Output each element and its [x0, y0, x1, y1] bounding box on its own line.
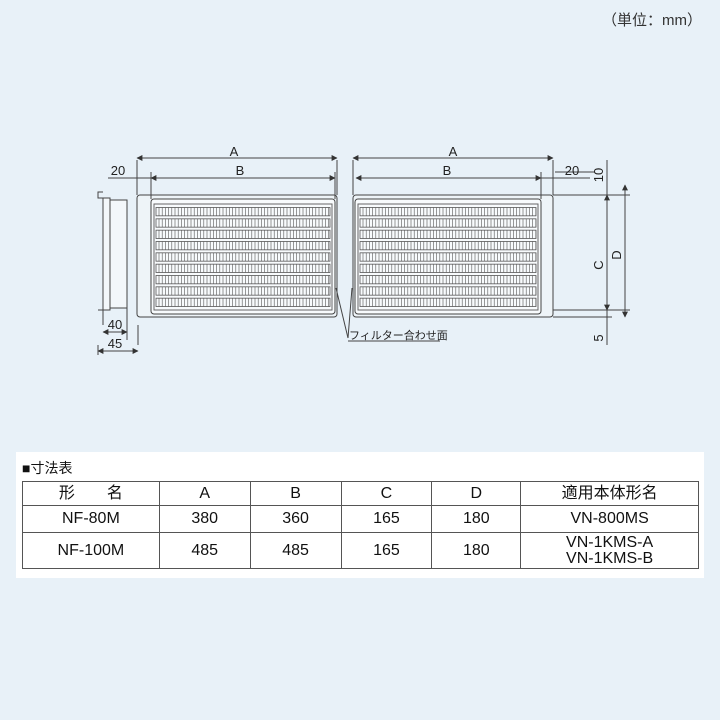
label-20-right: 20 [565, 163, 579, 178]
label-A-right: A [449, 144, 458, 159]
label-filter-face: フィルター合わせ面 [349, 328, 448, 342]
label-5: 5 [591, 334, 606, 341]
label-40: 40 [108, 317, 122, 332]
label-10: 10 [591, 168, 606, 182]
label-20-left: 20 [111, 163, 125, 178]
applicable-model-name: VN-1KMS-B [566, 549, 654, 567]
cell-B: 485 [249, 532, 342, 569]
cell-A: 485 [158, 532, 251, 569]
applicable-model-name: VN-800MS [570, 510, 649, 527]
dimension-table-section: ■寸法表 形 名 A B C D 適用本体形名 NF-80M 380 [16, 452, 704, 578]
header-D: D [431, 481, 522, 506]
cell-D: 180 [431, 505, 522, 533]
table-header-row: 形 名 A B C D 適用本体形名 [22, 481, 699, 506]
label-B-left: B [236, 163, 245, 178]
label-45: 45 [108, 336, 122, 351]
filter-grid-right [359, 207, 537, 307]
applicable-model-name: VN-1KMS-A [566, 533, 654, 551]
table-title: ■寸法表 [22, 460, 73, 476]
cell-A: 380 [158, 505, 251, 533]
table-row: NF-80M 380 360 165 180 VN-800MS [22, 505, 699, 533]
cell-applicable: VN-800MS [520, 505, 699, 533]
label-A-left: A [230, 144, 239, 159]
filter-dimension-drawing: A B 20 A B 20 10 C D 5 40 45 フィルター合わせ面 [97, 144, 630, 355]
label-C: C [591, 260, 606, 269]
cell-B: 360 [249, 505, 342, 533]
cell-C: 165 [340, 532, 433, 569]
cell-C: 165 [340, 505, 433, 533]
cell-model: NF-80M [22, 505, 160, 533]
cell-applicable: VN-1KMS-A VN-1KMS-B [520, 532, 699, 569]
unit-label: （単位：mm） [602, 12, 702, 29]
dimension-table: 形 名 A B C D 適用本体形名 NF-80M 380 360 165 18… [22, 481, 699, 569]
table-row: NF-100M 485 485 165 180 VN-1KMS-A VN-1KM… [22, 532, 699, 569]
header-C: C [340, 481, 433, 506]
header-applicable-model: 適用本体形名 [520, 481, 699, 506]
header-B: B [249, 481, 342, 506]
cell-D: 180 [431, 532, 522, 569]
filter-grid-left [155, 207, 331, 307]
cell-model: NF-100M [22, 532, 160, 569]
header-model: 形 名 [22, 481, 160, 506]
header-A: A [158, 481, 251, 506]
label-D: D [609, 250, 624, 259]
filter-panel-left [136, 194, 338, 318]
label-B-right: B [443, 163, 452, 178]
